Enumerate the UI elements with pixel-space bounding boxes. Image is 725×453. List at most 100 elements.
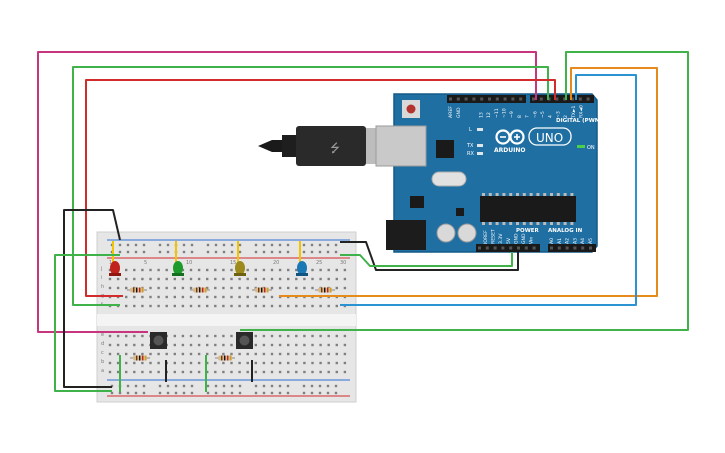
rail-hole — [206, 250, 210, 254]
led-green[interactable] — [172, 261, 184, 276]
row-letter-e: e — [101, 332, 104, 338]
black-wire-gnd-pin[interactable] — [340, 241, 519, 271]
resistor-button-2[interactable] — [215, 355, 235, 361]
breadboard-hole — [173, 277, 176, 281]
breadboard-hole — [246, 361, 249, 365]
breadboard-hole — [141, 343, 144, 347]
rail-hole — [270, 391, 274, 395]
rail-hole — [206, 384, 210, 388]
header-hole — [449, 97, 452, 101]
breadboard-hole — [222, 295, 225, 299]
rail-hole — [182, 250, 186, 254]
breadboard-hole — [173, 295, 176, 299]
top-pin-label-11: 4 — [548, 115, 554, 118]
breadboard-hole — [287, 361, 290, 365]
resistor-led-green[interactable] — [190, 287, 210, 293]
resistor-button-1[interactable] — [130, 355, 150, 361]
rail-hole — [190, 384, 194, 388]
rail-hole — [134, 250, 138, 254]
rail-hole — [214, 243, 218, 247]
led-blue[interactable] — [296, 261, 308, 276]
col-number-30: 30 — [340, 260, 346, 266]
breadboard-hole — [278, 343, 282, 347]
breadboard-hole — [270, 334, 274, 338]
resistor-led-blue[interactable] — [315, 287, 335, 293]
black-wire-ground-rail[interactable] — [63, 209, 121, 388]
breadboard-hole — [327, 370, 330, 374]
rail-hole — [334, 391, 338, 395]
green-wire-bottom-rail[interactable] — [54, 254, 120, 392]
breadboard-hole — [303, 352, 306, 356]
rail-hole — [254, 384, 258, 388]
rail-hole — [166, 391, 170, 395]
row-letter-a: a — [101, 368, 104, 374]
rail-hole — [302, 384, 306, 388]
breadboard-hole — [254, 343, 257, 347]
chip-pin — [529, 222, 533, 225]
breadboard-hole — [125, 370, 128, 374]
breadboard-hole — [133, 352, 136, 356]
breadboard-hole — [311, 370, 314, 374]
rail-hole — [334, 243, 338, 247]
rail-hole — [118, 391, 122, 395]
top-pin-label-0: AREF — [448, 106, 454, 118]
top-pin-label-9: ~6 — [532, 111, 538, 118]
green-wire-led[interactable] — [72, 66, 549, 306]
usb-cable[interactable]: ⭍ — [258, 126, 376, 166]
breadboard-hole — [246, 370, 249, 374]
breadboard-hole — [270, 286, 274, 290]
breadboard-hole — [319, 343, 322, 347]
led-rx — [477, 152, 483, 155]
breadboard-hole — [133, 370, 136, 374]
top-pin-label-5: ~10 — [502, 108, 508, 118]
pushbutton-2[interactable] — [236, 332, 253, 349]
orange-wire[interactable] — [279, 67, 658, 297]
breadboard-hole — [206, 343, 209, 347]
led-red[interactable] — [109, 261, 121, 276]
breadboard-hole — [238, 286, 241, 290]
rail-hole — [278, 384, 282, 388]
top-pin-label-12: ~3 — [555, 111, 561, 118]
top-pin-label-8: 7 — [525, 115, 531, 118]
green-wire-button[interactable] — [240, 51, 689, 331]
red-wire[interactable] — [85, 79, 556, 297]
breadboard-hole — [222, 286, 225, 290]
breadboard-hole — [125, 295, 128, 299]
breadboard-hole — [222, 361, 225, 365]
led-l — [477, 128, 483, 131]
breadboard-hole — [133, 277, 136, 281]
arduino-uno-board[interactable]: ⭍ DIGITAL (PWM~) ANALOG IN POWER ON — [258, 93, 608, 253]
breadboard-hole — [295, 304, 298, 308]
rail-hole — [302, 243, 306, 247]
blue-wire[interactable] — [340, 74, 637, 306]
breadboard-hole — [311, 268, 314, 272]
rail-hole — [222, 391, 226, 395]
breadboard-hole — [287, 268, 290, 272]
breadboard-hole — [246, 268, 249, 272]
breadboard-hole — [335, 370, 338, 374]
resistor-led-yellow[interactable] — [252, 287, 272, 293]
rail-hole — [182, 384, 186, 388]
chip-pin — [482, 222, 485, 225]
usb-b-port — [375, 125, 427, 167]
chip-pin — [495, 222, 499, 225]
pushbutton-1[interactable] — [150, 332, 167, 349]
row-letter-j: j — [100, 266, 102, 272]
rail-hole — [318, 250, 322, 254]
breadboard[interactable]: j i h g f e d c b a 1 5 10 15 20 25 30 — [96, 231, 357, 403]
rail-hole — [270, 384, 274, 388]
breadboard-hole — [197, 268, 201, 272]
green-wire-5v[interactable] — [340, 252, 513, 267]
rail-hole — [326, 250, 330, 254]
rail-hole — [230, 250, 234, 254]
breadboard-hole — [125, 352, 128, 356]
breadboard-hole — [246, 277, 249, 281]
resistor-led-red[interactable] — [127, 287, 147, 293]
breadboard-hole — [149, 361, 152, 365]
led-yellow[interactable] — [234, 261, 246, 276]
breadboard-hole — [214, 334, 217, 338]
header-hole — [563, 97, 567, 101]
breadboard-hole — [165, 277, 168, 281]
breadboard-hole — [165, 352, 168, 356]
breadboard-hole — [343, 343, 347, 347]
